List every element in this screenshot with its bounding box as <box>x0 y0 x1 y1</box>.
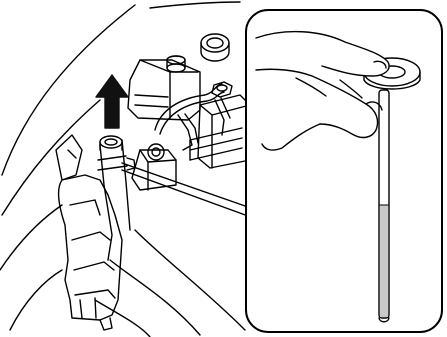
fluid-level-column <box>380 205 388 317</box>
washer-reservoir <box>56 135 135 330</box>
coolant-reservoir <box>128 56 200 120</box>
battery-box <box>190 95 250 168</box>
detail-inset <box>246 10 442 332</box>
pump-connector <box>132 144 176 190</box>
engine-oil-cap <box>201 34 229 61</box>
up-arrow-icon <box>96 75 128 128</box>
